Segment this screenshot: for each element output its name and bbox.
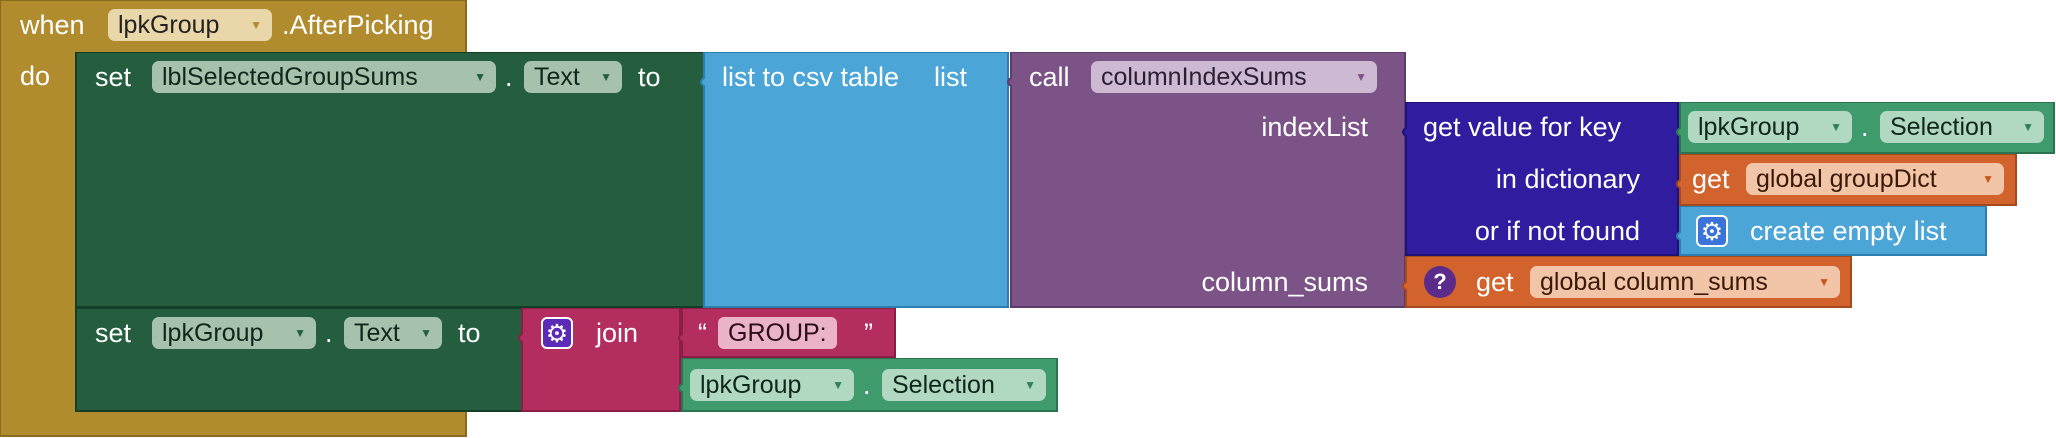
chevron-down-icon: ▼ <box>474 70 486 84</box>
text-string-value: GROUP: <box>728 319 827 347</box>
get-groupdict-label: get <box>1692 164 1730 194</box>
selection1-property-text: Selection <box>1890 113 1993 141</box>
set1-component-dropdown[interactable]: lblSelectedGroupSums ▼ <box>152 61 496 93</box>
chevron-down-icon: ▼ <box>600 70 612 84</box>
column-sums-variable-dropdown[interactable]: global column_sums ▼ <box>1530 266 1840 298</box>
event-component-dropdown[interactable]: lpkGroup ▼ <box>108 9 272 41</box>
chevron-down-icon: ▼ <box>1830 120 1842 134</box>
dictionary-lookup-block-shape[interactable] <box>1400 102 1682 258</box>
event-name-label: .AfterPicking <box>282 10 434 40</box>
csv-block-shape[interactable] <box>698 52 1010 310</box>
procedure-name-text: columnIndexSums <box>1101 63 1307 91</box>
join-mutator-gear-icon[interactable]: ⚙ <box>541 317 573 349</box>
selection1-component-dropdown[interactable]: lpkGroup ▼ <box>1688 111 1852 143</box>
text-close-quote: ” <box>864 318 873 348</box>
chevron-down-icon: ▼ <box>832 378 844 392</box>
call-param-indexlist: indexList <box>1261 112 1368 142</box>
set2-component-dropdown[interactable]: lpkGroup ▼ <box>152 317 316 349</box>
selection2-property-text: Selection <box>892 371 995 399</box>
event-when-label: when <box>20 10 85 40</box>
chevron-down-icon: ▼ <box>1818 275 1830 289</box>
selection1-property-dropdown[interactable]: Selection ▼ <box>1880 111 2044 143</box>
event-component-text: lpkGroup <box>118 11 220 39</box>
set1-property-text: Text <box>534 63 580 91</box>
groupdict-variable-text: global groupDict <box>1756 165 1937 193</box>
selection2-dot: . <box>863 370 871 400</box>
set2-property-text: Text <box>354 319 400 347</box>
join-label: join <box>596 318 639 348</box>
call-param-column-sums: column_sums <box>1201 267 1368 297</box>
text-string-field[interactable]: GROUP: <box>718 317 837 349</box>
set2-to-label: to <box>458 318 481 348</box>
selection1-dot: . <box>1861 112 1869 142</box>
set1-set-label: set <box>95 62 132 92</box>
set1-component-text: lblSelectedGroupSums <box>162 63 418 91</box>
chevron-down-icon: ▼ <box>1355 70 1367 84</box>
selection2-property-dropdown[interactable]: Selection ▼ <box>882 369 1046 401</box>
selection2-component-dropdown[interactable]: lpkGroup ▼ <box>690 369 854 401</box>
groupdict-variable-dropdown[interactable]: global groupDict ▼ <box>1746 163 2004 195</box>
create-empty-list-label: create empty list <box>1750 216 1947 246</box>
set1-dot: . <box>505 62 513 92</box>
column-sums-variable-text: global column_sums <box>1540 268 1768 296</box>
set1-to-label: to <box>638 62 661 92</box>
set2-set-label: set <box>95 318 132 348</box>
dictionary-lookup-label: get value for key <box>1423 112 1622 142</box>
call-label: call <box>1029 62 1070 92</box>
chevron-down-icon: ▼ <box>2022 120 2034 134</box>
csv-list-param: list <box>934 62 967 92</box>
procedure-name-dropdown[interactable]: columnIndexSums ▼ <box>1091 61 1377 93</box>
dictionary-not-found-label: or if not found <box>1474 216 1640 246</box>
chevron-down-icon: ▼ <box>420 326 432 340</box>
set2-property-dropdown[interactable]: Text ▼ <box>344 317 442 349</box>
selection1-component-text: lpkGroup <box>1698 113 1800 141</box>
chevron-down-icon: ▼ <box>250 18 262 32</box>
event-do-label: do <box>20 61 51 91</box>
create-empty-list-block-shape[interactable] <box>1674 206 1988 258</box>
chevron-down-icon: ▼ <box>1024 378 1036 392</box>
csv-label: list to csv table <box>722 62 900 92</box>
chevron-down-icon: ▼ <box>294 326 306 340</box>
chevron-down-icon: ▼ <box>1982 172 1994 186</box>
help-question-icon[interactable]: ? <box>1424 266 1456 298</box>
text-open-quote: “ <box>698 318 707 348</box>
selection2-component-text: lpkGroup <box>700 371 802 399</box>
dictionary-in-label: in dictionary <box>1495 164 1640 194</box>
get-column-sums-label: get <box>1476 267 1514 297</box>
set2-dot: . <box>325 318 333 348</box>
mutator-gear-icon[interactable]: ⚙ <box>1696 215 1728 247</box>
set2-component-text: lpkGroup <box>162 319 264 347</box>
set1-property-dropdown[interactable]: Text ▼ <box>524 61 622 93</box>
procedure-call-block-shape[interactable] <box>1005 52 1409 310</box>
